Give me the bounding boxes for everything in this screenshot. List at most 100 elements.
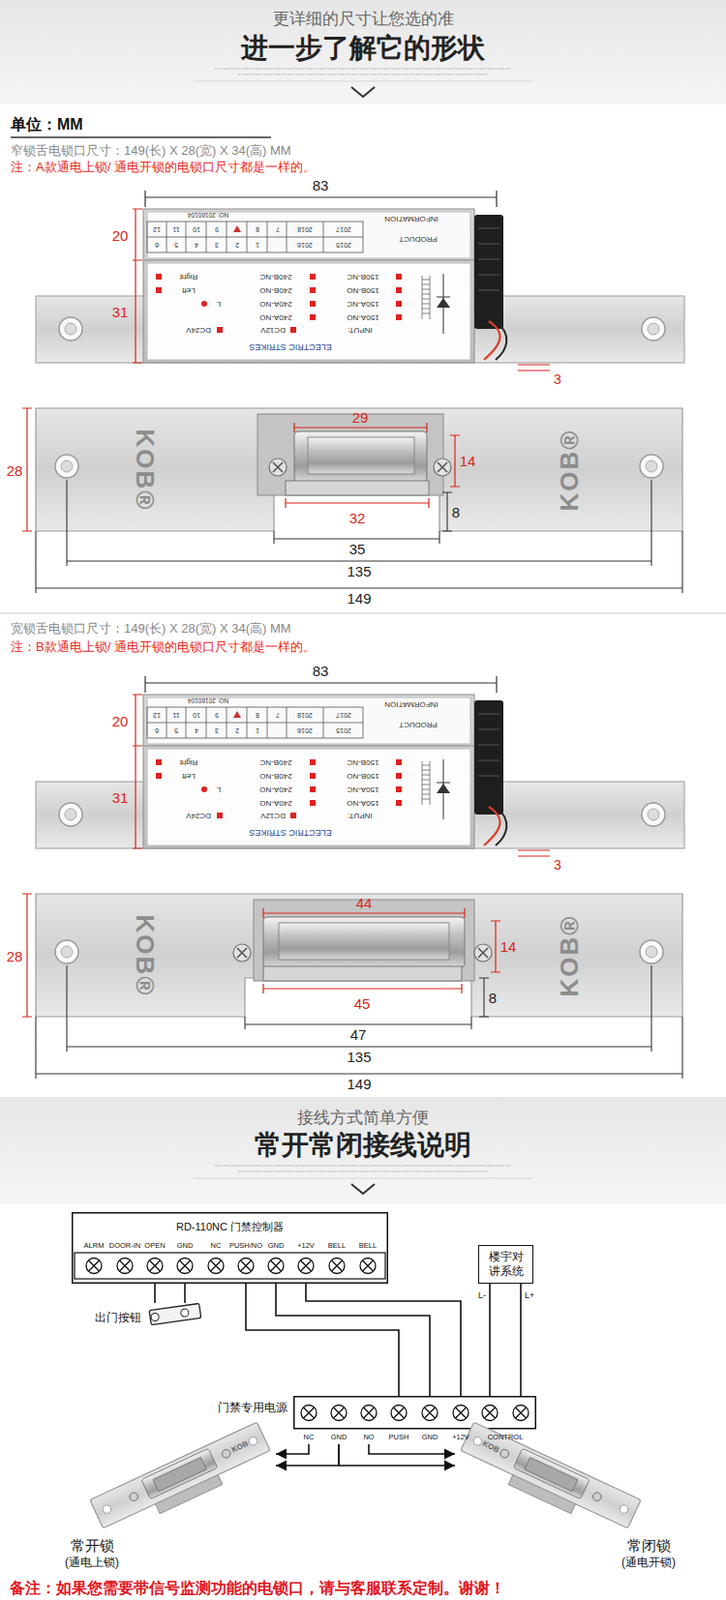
sticker-text: 3 [214,242,219,249]
dimension-label: 149 [346,1077,371,1092]
intercom-label: 楼宇对讲系统 [485,1250,526,1280]
sticker-text: 240B-NO [259,286,292,295]
sticker-text: 8 [255,712,260,720]
sticker-text: 9 [214,226,219,234]
front-view-b [253,900,475,982]
wiring-band [0,1097,726,1206]
front-view-a [257,414,444,496]
front-view-a [307,437,415,475]
header-band [214,68,512,75]
sticker-text: 150B-NO [346,772,379,781]
sticker-text: 2015 [335,727,352,735]
side-view-a [35,190,685,371]
sticker-text: 4 [194,727,199,735]
controller-terminals [74,1253,386,1280]
lock-normally-open: 常开锁(通电上锁) [38,1422,276,1578]
dimension-label: 20 [112,714,129,729]
dimension-label: 135 [346,1050,371,1065]
terminal-label: OPEN [144,1241,165,1251]
wire [153,1284,156,1304]
front-view-b [22,894,683,1080]
sticker-text: PRODUCT [398,235,438,243]
wire-label: L+ [524,1292,535,1301]
wire [275,1445,309,1455]
sticker-text: 240B-NC [260,272,293,281]
dimension-label: 8 [452,505,460,520]
size-note: 宽锁舌电锁口尺寸：149(长) X 28(宽) X 34(高) MM [10,622,292,636]
wire [183,1284,186,1304]
power-terminals [294,1397,537,1430]
dimension-label: 29 [352,410,369,425]
dimension-label: 20 [112,228,129,243]
sticker-text: 7 [275,712,280,720]
sticker-text: 8 [255,226,260,234]
power-terminals [391,1406,407,1422]
subtitle: 接线方式简单方便 [297,1110,429,1127]
section-divider [0,613,726,615]
terminal-label: PUSH [389,1433,410,1443]
sticker-text: Left [181,286,195,295]
sticker-text: 150A-NC [347,300,380,308]
sticker-text: DC12V [260,812,286,820]
sticker-text: NO: 20160104 [187,697,229,705]
lock-note: (通电开锁) [621,1556,676,1571]
dimension-label: 149 [346,591,371,606]
header-band [351,87,375,97]
sticker-text: ELECTRIC STRIKES [248,342,333,352]
model-note: 注：A款通电上锁/ 通电开锁的电锁口尺寸都是一样的。 [10,160,316,174]
exit-button: 出门按钮 [147,1303,204,1326]
controller-terminals [360,1259,376,1275]
wiring-band [214,1166,512,1173]
terminal-label: PUSH/NO [229,1241,263,1251]
sticker-text: 2016 [297,242,313,249]
wiring-band [351,1184,375,1195]
brand-mark: KOB® [132,915,158,999]
sticker-text: 2016 [297,727,313,735]
subtitle: 更详细的尺寸让您选的准 [272,10,454,28]
controller-terminals [86,1259,102,1275]
sticker-text: DC24V [185,326,212,334]
unit-label: 单位：MM [10,117,84,133]
sticker-text: 10 [192,226,201,234]
lock-picture [90,1422,275,1540]
lock-normally-closed: 常闭锁(通电开锁) [454,1422,693,1578]
sticker-text: L [216,300,221,308]
wire [275,1445,339,1467]
wire [488,1284,491,1397]
front-view-a [294,431,427,483]
terminal-label: GND [177,1241,194,1251]
controller-terminals [298,1259,314,1275]
sticker-text: Right [180,758,199,767]
front-view-b [35,894,683,1018]
sticker-text: DC24V [185,812,212,820]
front-view-a [22,408,683,594]
dimension-label: 31 [112,304,129,320]
sticker-text: INPUT: [347,326,372,334]
sticker-text: 240A-NO [259,313,292,322]
terminal-label: BELL [359,1241,377,1251]
terminal-label: NO [363,1433,374,1443]
terminal-label: CONTROL [487,1433,524,1443]
dimension-label: 3 [553,858,562,873]
terminal-label: ALRM [84,1241,105,1251]
unit-underline [10,136,272,139]
terminal-label: DOOR-IN [109,1241,142,1251]
power-terminals [301,1406,317,1422]
terminal-label: GND [331,1433,348,1443]
controller-terminals [238,1259,254,1275]
exit-button-symbol [151,1313,160,1323]
sticker-text: 240A-NO [259,300,292,308]
wire [368,1445,455,1455]
dimension-label: 14 [500,939,517,955]
controller-terminals [147,1259,163,1275]
front-view-a [55,454,79,479]
wire [338,1445,455,1467]
sticker-text: 150B-NC [347,758,380,767]
power-terminals [294,1397,537,1430]
dimension-label: 44 [356,896,373,911]
power-terminals [361,1406,377,1422]
dimension-label: 45 [354,997,371,1012]
dimension-label: 8 [488,991,497,1006]
sticker-text: 2017 [335,226,352,234]
